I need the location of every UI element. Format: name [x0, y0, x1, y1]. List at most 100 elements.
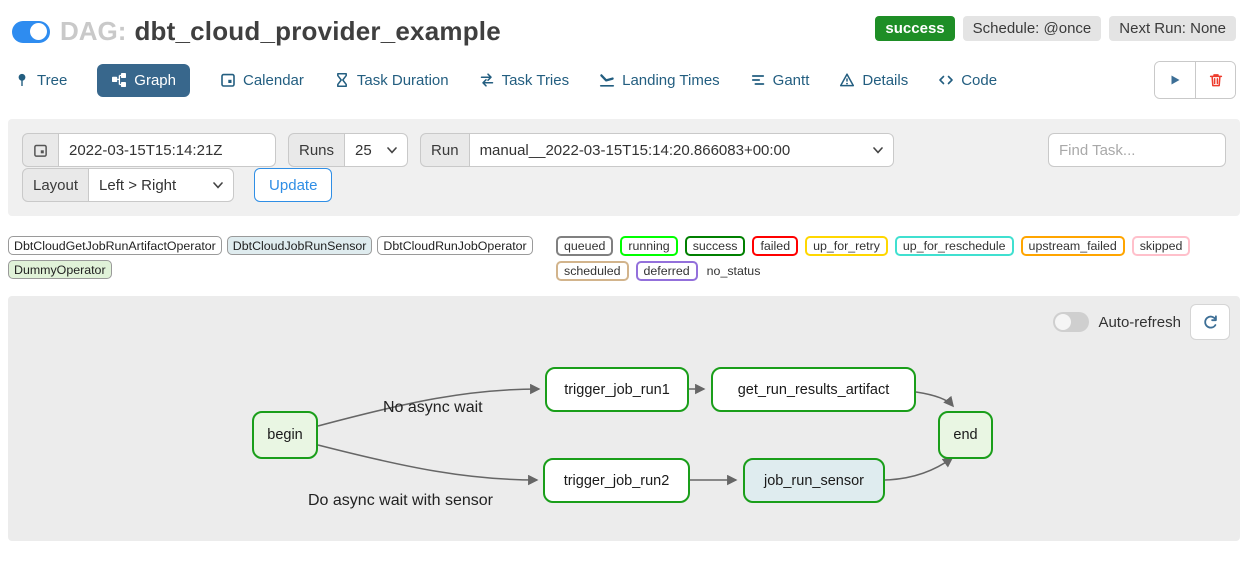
base-date-group [22, 133, 276, 167]
delete-dag-button[interactable] [1195, 62, 1235, 98]
plane-landing-icon [600, 74, 615, 87]
trigger-dag-button[interactable] [1155, 62, 1195, 98]
runs-label: Runs [288, 133, 346, 167]
edge-layer [317, 383, 955, 486]
state-badge: upstream_failed [1020, 236, 1125, 256]
calendar-addon [22, 133, 59, 167]
dag-node-job_run_sensor[interactable]: job_run_sensor [743, 458, 885, 503]
state-badge: success [684, 236, 746, 256]
repeat-icon [480, 73, 493, 87]
layout-select[interactable]: Left > Right [88, 168, 235, 202]
tab-tree[interactable]: Tree [14, 64, 67, 97]
run-select-value: manual__2022-03-15T15:14:20.866083+00:00 [479, 141, 791, 159]
base-date-input[interactable] [58, 133, 276, 167]
state-badge: scheduled [556, 261, 629, 281]
state-badge: up_for_retry [805, 236, 888, 256]
state-badge: deferred [635, 261, 698, 281]
tab-gantt[interactable]: Gantt [750, 64, 810, 97]
operator-badge: DbtCloudJobRunSensor [226, 236, 373, 255]
state-legend: queued running success failed up_for_retry up… [556, 236, 1240, 281]
dag-edge [317, 444, 539, 486]
calendar-icon [34, 144, 47, 157]
graph-icon [112, 73, 127, 87]
dag-canvas: begin trigger_job_run1 get_run_results_art… [8, 296, 1240, 541]
tab-label: Calendar [243, 71, 304, 89]
edge-label: No async wait [383, 399, 483, 416]
refresh-button[interactable] [1190, 304, 1230, 340]
schedule-badge: Schedule: @once [962, 16, 1102, 41]
chevron-down-icon [872, 146, 883, 154]
refresh-icon [1203, 314, 1217, 329]
tab-label: Landing Times [622, 71, 720, 89]
run-select[interactable]: manual__2022-03-15T15:14:20.866083+00:00 [468, 133, 894, 167]
calendar-icon [221, 73, 235, 87]
gantt-icon [751, 75, 764, 85]
toggle-knob [1055, 314, 1072, 330]
chevron-down-icon [213, 181, 223, 189]
layout-select-value: Left > Right [99, 176, 177, 194]
edge-label: Do async wait with sensor [308, 492, 493, 509]
runs-select[interactable]: 25 [344, 133, 409, 167]
dag-node-end[interactable]: end [938, 411, 993, 459]
tab-details[interactable]: Details [839, 64, 908, 97]
operator-badge: DbtCloudRunJobOperator [377, 236, 533, 255]
state-badge: skipped [1131, 236, 1191, 256]
update-button[interactable]: Update [254, 168, 333, 202]
hourglass-icon [336, 73, 347, 87]
trash-icon [1209, 74, 1222, 87]
state-badge: no_status [706, 264, 761, 278]
dag-header: DAG: dbt_cloud_provider_example success … [0, 0, 1248, 53]
tab-label: Gantt [772, 71, 810, 89]
state-badge: up_for_reschedule [894, 236, 1014, 256]
state-badge: failed [752, 236, 799, 256]
runs-select-value: 25 [355, 141, 372, 159]
filter-panel: Runs 25 Run manual__2022-03-15T15:14:20.… [8, 119, 1240, 216]
page-title: dbt_cloud_provider_example [134, 16, 501, 46]
layout-group: Layout Left > Right [22, 168, 235, 202]
auto-refresh-toggle[interactable] [1053, 312, 1090, 332]
dag-edge [884, 457, 954, 481]
graph-panel: Auto-refresh begin trigger_job_run1 get_ru… [8, 296, 1240, 541]
state-badge: running [620, 236, 678, 256]
code-icon [939, 75, 954, 85]
dag-node-trigger_job_run1[interactable]: trigger_job_run1 [545, 367, 689, 412]
operator-badge: DbtCloudGetJobRunArtifactOperator [8, 236, 222, 255]
tab-code[interactable]: Code [938, 64, 997, 97]
chevron-down-icon [387, 146, 397, 154]
dag-node-get_run_results_artifact[interactable]: get_run_results_artifact [711, 367, 916, 412]
tab-calendar[interactable]: Calendar [220, 64, 304, 97]
tab-label: Graph [134, 71, 176, 89]
view-tabs: Tree Graph Calendar Task Duration Task T… [0, 53, 1248, 109]
tab-task-duration[interactable]: Task Duration [334, 64, 449, 97]
tab-landing-times[interactable]: Landing Times [599, 64, 720, 97]
toggle-knob [30, 23, 47, 40]
tab-label: Code [961, 71, 998, 89]
tab-label: Details [862, 71, 909, 89]
run-group: Run manual__2022-03-15T15:14:20.866083+0… [420, 133, 894, 167]
layout-label: Layout [22, 168, 90, 202]
next-run-badge: Next Run: None [1109, 16, 1236, 41]
dag-node-trigger_job_run2[interactable]: trigger_job_run2 [543, 458, 690, 503]
warning-triangle-icon [840, 73, 855, 87]
status-badge: success [875, 16, 955, 41]
dag-prefix-label: DAG: [60, 16, 127, 46]
dag-action-buttons [1154, 61, 1236, 99]
dag-pause-toggle[interactable] [12, 20, 50, 43]
operator-badge: DummyOperator [8, 260, 112, 279]
tree-icon [18, 73, 26, 86]
dag-edge [317, 383, 541, 427]
tab-label: Task Tries [501, 71, 570, 89]
state-badge: queued [556, 236, 614, 256]
tab-graph[interactable]: Graph [97, 63, 190, 97]
find-task-input[interactable] [1048, 133, 1226, 167]
dag-node-begin[interactable]: begin [252, 411, 318, 459]
runs-group: Runs 25 [288, 133, 409, 167]
auto-refresh-label: Auto-refresh [1098, 313, 1181, 331]
tab-label: Task Duration [356, 71, 449, 89]
tab-label: Tree [37, 71, 68, 89]
dag-edge [915, 391, 955, 408]
run-label: Run [420, 133, 470, 167]
tab-task-tries[interactable]: Task Tries [479, 64, 570, 97]
